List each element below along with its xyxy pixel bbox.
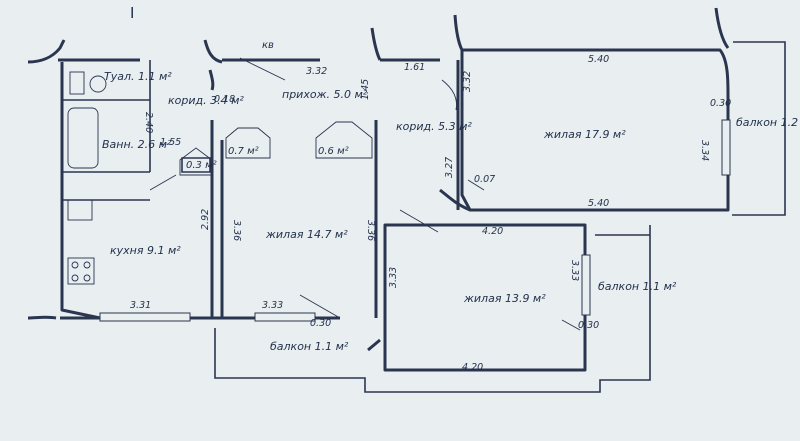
dim-334: 3.34 xyxy=(699,140,710,161)
dim-030-right: 0.30 xyxy=(710,98,731,109)
closet-3-label: 0.6 м² xyxy=(318,146,349,157)
kitchen-appliances xyxy=(67,199,95,285)
dim-420-top: 4.20 xyxy=(482,226,503,237)
sanitary xyxy=(67,71,107,169)
dim-333-v2: 3.33 xyxy=(569,260,580,281)
dimension-labels: 3.32 1.61 5.40 2.40 1.45 3.32 0.30 1.55 … xyxy=(130,54,731,373)
room-corridor-mid-label: корид. 5.3 м² xyxy=(396,120,472,133)
room-balcony-right-label: балкон 1.2 м² xyxy=(736,116,800,129)
dim-161: 1.61 xyxy=(404,62,425,73)
dim-155: 1.55 xyxy=(160,137,181,148)
dim-333-v1: 3.33 xyxy=(388,267,399,288)
dim-333-horizontal: 3.33 xyxy=(262,300,283,311)
dim-292: 2.92 xyxy=(200,209,211,230)
dim-332-vertical: 3.32 xyxy=(462,71,473,92)
dim-336-a: 3.36 xyxy=(231,220,242,241)
door-swings xyxy=(149,57,581,331)
dim-018: 0.18 xyxy=(214,94,235,105)
interior-walls xyxy=(62,60,460,370)
room-entrance-hall-label: прихож. 5.0 м² xyxy=(282,88,368,101)
room-kitchen-label: кухня 9.1 м² xyxy=(110,244,181,257)
room-living-big-label: жилая 17.9 м² xyxy=(543,128,626,141)
room-living-mid-label: жилая 14.7 м² xyxy=(265,228,348,241)
closet-2-label: 0.7 м² xyxy=(228,146,259,157)
room-bathroom-label: Ванн. 2.6 м² xyxy=(102,138,172,151)
dim-540-bottom: 5.40 xyxy=(588,198,609,209)
dim-420-bottom: 4.20 xyxy=(462,362,483,373)
room-living-lower-label: жилая 13.9 м² xyxy=(463,292,546,305)
dim-332-top: 3.32 xyxy=(306,66,327,77)
wall-joints xyxy=(27,7,730,352)
dim-331: 3.31 xyxy=(130,300,151,311)
dim-145: 1.45 xyxy=(360,79,371,100)
dim-030-c: 0.30 xyxy=(578,320,599,331)
section-mark: I xyxy=(130,4,134,22)
dim-336-b: 3.36 xyxy=(365,220,376,241)
windows xyxy=(99,119,731,322)
dim-540-top: 5.40 xyxy=(588,54,609,65)
room-toilet-label: Туал. 1.1 м² xyxy=(104,70,172,83)
room-balcony-bottom-label: балкон 1.1 м² xyxy=(270,340,349,353)
room-balcony-mid-label: балкон 1.1 м² xyxy=(598,280,677,293)
closet-1-label: 0.3 м² xyxy=(186,160,217,171)
room-corridor-small-label: корид. 3.4 м² xyxy=(168,94,244,107)
dim-030-bottom: 0.30 xyxy=(310,318,331,329)
dim-240: 2.40 xyxy=(143,112,154,133)
dim-327: 3.27 xyxy=(444,157,455,178)
closets xyxy=(179,121,373,176)
apartment-mark: кв xyxy=(262,40,274,51)
dim-007: 0.07 xyxy=(474,174,495,185)
